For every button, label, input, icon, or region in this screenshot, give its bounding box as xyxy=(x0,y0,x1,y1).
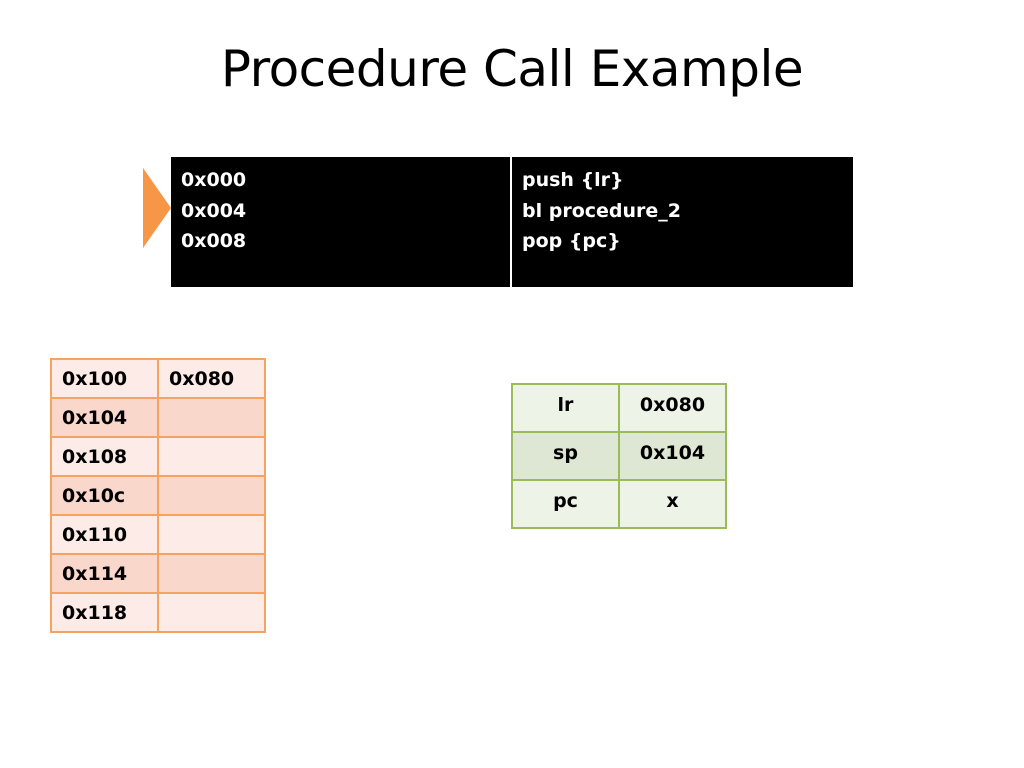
memory-address-cell: 0x100 xyxy=(50,358,159,399)
memory-address-cell: 0x10c xyxy=(50,475,159,516)
memory-address-cell: 0x114 xyxy=(50,553,159,594)
memory-address-cell: 0x104 xyxy=(50,397,159,438)
code-address: 0x000 xyxy=(181,169,247,191)
register-name-cell: pc xyxy=(511,479,620,529)
memory-row: 0x114 xyxy=(50,553,266,594)
slide-title: Procedure Call Example xyxy=(220,40,804,98)
register-value-cell: 0x104 xyxy=(618,431,727,481)
memory-value-cell xyxy=(157,475,266,516)
memory-address-cell: 0x110 xyxy=(50,514,159,555)
code-instruction-column: push {lr} bl procedure_2 pop {pc} xyxy=(512,157,853,287)
memory-value-cell xyxy=(157,514,266,555)
memory-row: 0x100 0x080 xyxy=(50,358,266,399)
register-table: lr 0x080 sp 0x104 pc x xyxy=(511,383,727,529)
register-value-cell: 0x080 xyxy=(618,383,727,433)
register-row: sp 0x104 xyxy=(511,431,727,481)
memory-value-cell xyxy=(157,553,266,594)
register-name-cell: lr xyxy=(511,383,620,433)
program-counter-arrow-icon xyxy=(143,168,171,248)
memory-row: 0x108 xyxy=(50,436,266,477)
code-address: 0x008 xyxy=(181,230,247,252)
register-row: pc x xyxy=(511,479,727,529)
memory-row: 0x110 xyxy=(50,514,266,555)
register-row: lr 0x080 xyxy=(511,383,727,433)
register-value-cell: x xyxy=(618,479,727,529)
memory-address-cell: 0x118 xyxy=(50,592,159,633)
memory-value-cell xyxy=(157,436,266,477)
code-address: 0x004 xyxy=(181,199,247,222)
memory-row: 0x118 xyxy=(50,592,266,633)
code-instruction: push {lr} xyxy=(522,169,624,191)
memory-row: 0x104 xyxy=(50,397,266,438)
code-address-column: 0x000 0x004 0x008 xyxy=(171,157,512,287)
code-instruction: pop {pc} xyxy=(522,230,621,252)
memory-value-cell xyxy=(157,397,266,438)
code-listing: 0x000 0x004 0x008 push {lr} bl procedure… xyxy=(171,157,853,287)
memory-address-cell: 0x108 xyxy=(50,436,159,477)
code-instruction: bl procedure_2 xyxy=(522,199,682,222)
stack-memory-table: 0x100 0x080 0x104 0x108 0x10c 0x110 0x11… xyxy=(50,358,266,633)
memory-row: 0x10c xyxy=(50,475,266,516)
memory-value-cell xyxy=(157,592,266,633)
register-name-cell: sp xyxy=(511,431,620,481)
memory-value-cell: 0x080 xyxy=(157,358,266,399)
